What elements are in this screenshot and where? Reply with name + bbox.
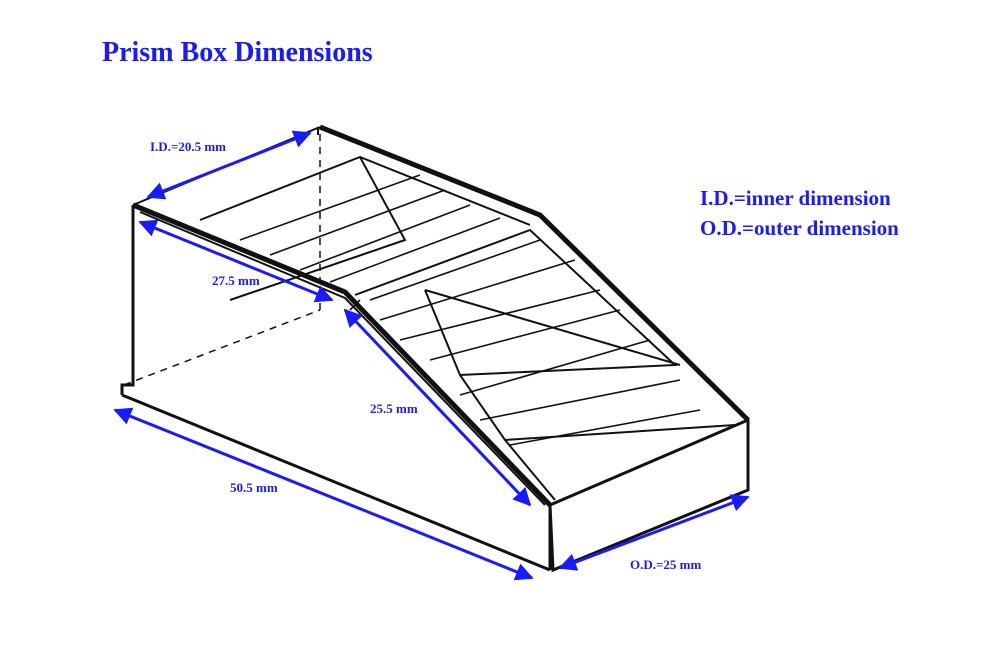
right-face bbox=[548, 417, 750, 573]
inner-width-label: I.D.=20.5 mm bbox=[150, 139, 226, 154]
length-arrow bbox=[113, 407, 534, 581]
back-ridge bbox=[319, 124, 750, 422]
legend-inner-dimension: I.D.=inner dimension bbox=[700, 186, 891, 210]
inner-width-arrow bbox=[146, 130, 312, 200]
left-edge bbox=[120, 205, 135, 395]
length-label: 50.5 mm bbox=[230, 480, 278, 495]
lower-slope-label: 25.5 mm bbox=[370, 401, 418, 416]
legend-outer-dimension: O.D.=outer dimension bbox=[700, 216, 899, 240]
diagram-title: Prism Box Dimensions bbox=[102, 37, 373, 68]
outer-width-label: O.D.=25 mm bbox=[630, 557, 701, 572]
dimension-arrows bbox=[113, 130, 750, 581]
outer-width-arrow bbox=[558, 494, 750, 571]
upper-slope-label: 27.5 mm bbox=[212, 273, 260, 288]
box-drawing bbox=[120, 124, 750, 573]
bottom-edge bbox=[121, 393, 552, 572]
upper-slope-arrow bbox=[138, 219, 334, 303]
